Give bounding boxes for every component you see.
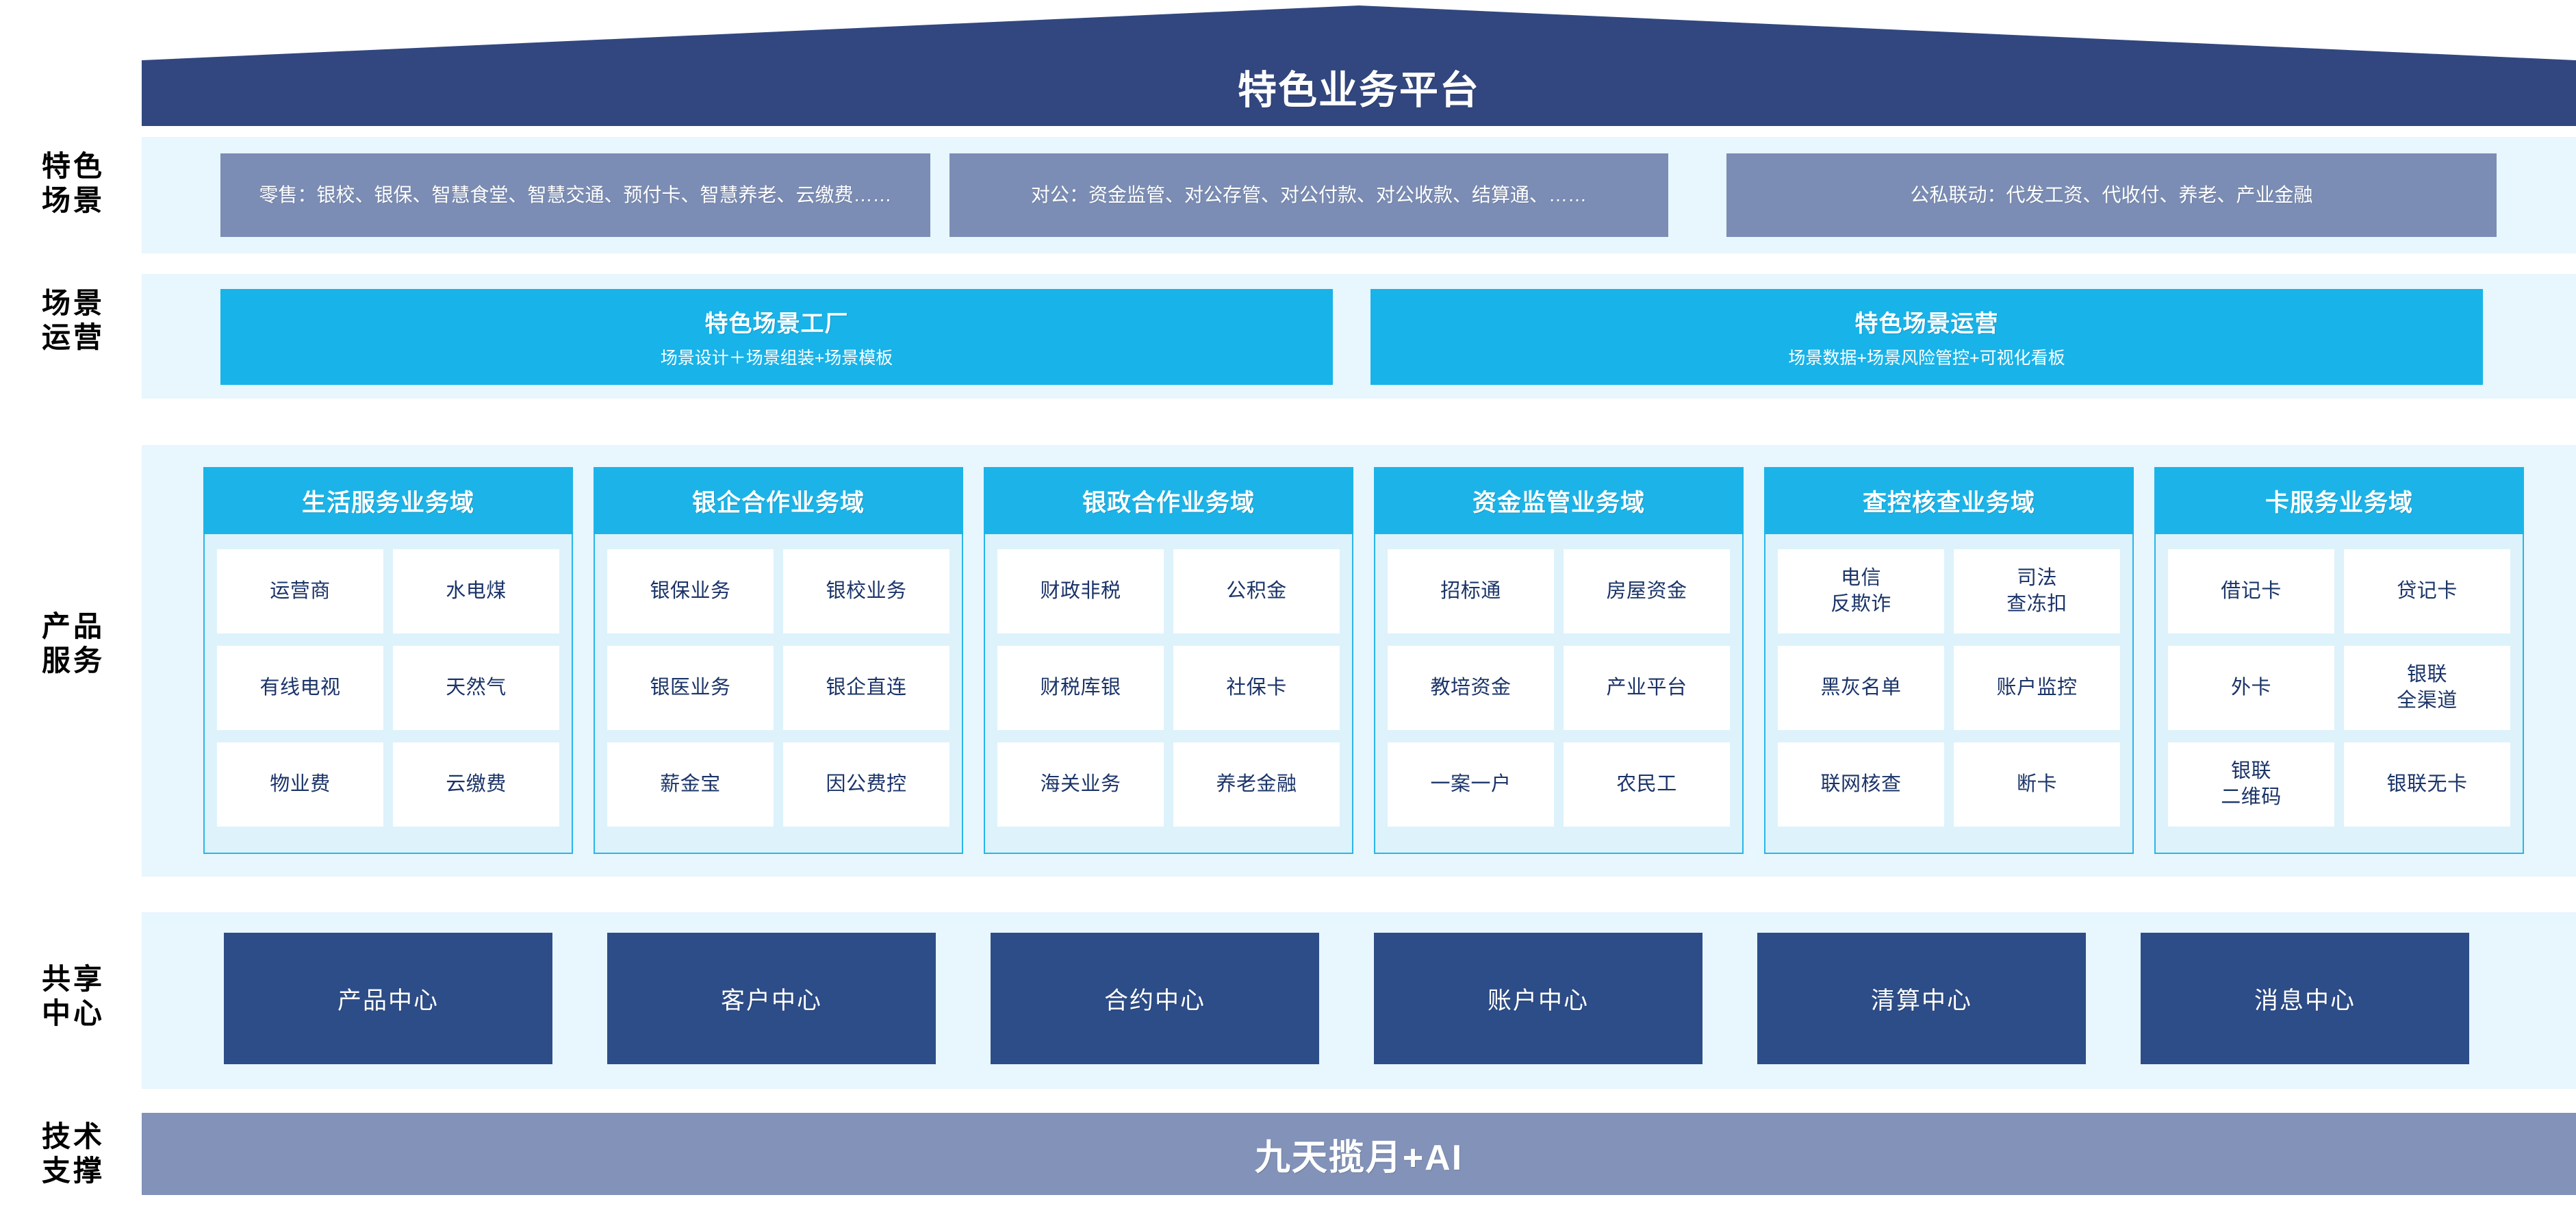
ops-title-scene-operation: 特色场景运营 <box>1854 311 1999 337</box>
ops-subtitle-scene-factory: 场景设计＋场景组装+场景模板 <box>660 349 893 368</box>
domain-cell[interactable]: 天然气 <box>393 646 559 730</box>
shared-center-panel: 产品中心 客户中心 合约中心 账户中心 清算中心 消息中心 <box>142 912 2576 1089</box>
domain-cell[interactable]: 银联 全渠道 <box>2344 646 2510 730</box>
domain-cell[interactable]: 账户监控 <box>1954 646 2120 730</box>
domain-title-life-service: 生活服务业务域 <box>203 467 573 534</box>
shared-center-contract[interactable]: 合约中心 <box>991 933 1319 1064</box>
domain-cell[interactable]: 银联 二维码 <box>2168 742 2334 827</box>
domain-cell[interactable]: 银企直连 <box>783 646 949 730</box>
domain-grid-bank-enterprise: 银保业务 银校业务 银医业务 银企直连 薪金宝 因公费控 <box>595 534 962 827</box>
domain-grid-card-service: 借记卡 贷记卡 外卡 银联 全渠道 银联 二维码 银联无卡 <box>2156 534 2523 827</box>
scene-box-public-private: 公私联动：代发工资、代收付、养老、产业金融 <box>1726 153 2497 237</box>
domain-cell[interactable]: 联网核查 <box>1778 742 1944 827</box>
shared-center-product[interactable]: 产品中心 <box>224 933 552 1064</box>
row-label-operation: 场景 运营 <box>41 287 105 353</box>
domain-cell[interactable]: 因公费控 <box>783 742 949 827</box>
domain-card-card-service[interactable]: 卡服务业务域 借记卡 贷记卡 外卡 银联 全渠道 银联 二维码 银联无卡 <box>2154 467 2524 854</box>
domain-grid-life-service: 运营商 水电煤 有线电视 天然气 物业费 云缴费 <box>205 534 572 827</box>
domain-card-investigation-control[interactable]: 查控核查业务域 电信 反欺诈 司法 查冻扣 黑灰名单 账户监控 联网核查 断卡 <box>1764 467 2134 854</box>
domain-cell[interactable]: 电信 反欺诈 <box>1778 549 1944 633</box>
domain-cell[interactable]: 养老金融 <box>1173 742 1340 827</box>
page-title: 特色业务平台 <box>1238 68 1480 112</box>
domain-card-bank-government[interactable]: 银政合作业务域 财政非税 公积金 财税库银 社保卡 海关业务 养老金融 <box>984 467 1353 854</box>
scene-box-retail: 零售：银校、银保、智慧食堂、智慧交通、预付卡、智慧养老、云缴费…… <box>220 153 930 237</box>
domain-grid-bank-government: 财政非税 公积金 财税库银 社保卡 海关业务 养老金融 <box>985 534 1352 827</box>
domain-grid-fund-supervision: 招标通 房屋资金 教培资金 产业平台 一案一户 农民工 <box>1375 534 1742 827</box>
domain-title-bank-government: 银政合作业务域 <box>984 467 1353 534</box>
domain-cell[interactable]: 薪金宝 <box>607 742 774 827</box>
scene-panel: 零售：银校、银保、智慧食堂、智慧交通、预付卡、智慧养老、云缴费…… 对公：资金监… <box>142 137 2576 253</box>
domain-card-life-service[interactable]: 生活服务业务域 运营商 水电煤 有线电视 天然气 物业费 云缴费 <box>203 467 573 854</box>
domain-cell[interactable]: 公积金 <box>1173 549 1340 633</box>
row-label-scene: 特色 场景 <box>41 150 105 216</box>
domain-cell[interactable]: 银保业务 <box>607 549 774 633</box>
domain-cell[interactable]: 房屋资金 <box>1564 549 1730 633</box>
domain-cell[interactable]: 运营商 <box>217 549 383 633</box>
domain-cell[interactable]: 物业费 <box>217 742 383 827</box>
domain-cell[interactable]: 借记卡 <box>2168 549 2334 633</box>
ops-box-scene-operation[interactable]: 特色场景运营 场景数据+场景风险管控+可视化看板 <box>1370 289 2483 385</box>
product-service-panel: 生活服务业务域 运营商 水电煤 有线电视 天然气 物业费 云缴费 银企合作业务域… <box>142 445 2576 877</box>
domain-cell[interactable]: 产业平台 <box>1564 646 1730 730</box>
domain-cell[interactable]: 有线电视 <box>217 646 383 730</box>
scene-operation-panel: 特色场景工厂 场景设计＋场景组装+场景模板 特色场景运营 场景数据+场景风险管控… <box>142 274 2576 399</box>
shared-center-clearing[interactable]: 清算中心 <box>1757 933 2086 1064</box>
domain-card-fund-supervision[interactable]: 资金监管业务域 招标通 房屋资金 教培资金 产业平台 一案一户 农民工 <box>1374 467 1744 854</box>
domain-card-bank-enterprise[interactable]: 银企合作业务域 银保业务 银校业务 银医业务 银企直连 薪金宝 因公费控 <box>594 467 963 854</box>
domain-cell[interactable]: 海关业务 <box>997 742 1164 827</box>
ops-subtitle-scene-operation: 场景数据+场景风险管控+可视化看板 <box>1788 349 2065 368</box>
domain-cell[interactable]: 教培资金 <box>1388 646 1554 730</box>
row-label-tech: 技术 支撑 <box>41 1120 105 1187</box>
row-label-product: 产品 服务 <box>41 610 105 677</box>
platform-roof-banner: 特色业务平台 <box>142 5 2576 126</box>
domain-cell[interactable]: 贷记卡 <box>2344 549 2510 633</box>
row-label-shared: 共享 中心 <box>41 963 105 1029</box>
domain-cell[interactable]: 水电煤 <box>393 549 559 633</box>
domain-cell[interactable]: 财税库银 <box>997 646 1164 730</box>
scene-box-corporate: 对公：资金监管、对公存管、对公付款、对公收款、结算通、…… <box>949 153 1668 237</box>
domain-title-bank-enterprise: 银企合作业务域 <box>594 467 963 534</box>
domain-cell[interactable]: 银校业务 <box>783 549 949 633</box>
domain-cell[interactable]: 社保卡 <box>1173 646 1340 730</box>
domain-cell[interactable]: 招标通 <box>1388 549 1554 633</box>
domain-cell[interactable]: 银联无卡 <box>2344 742 2510 827</box>
domain-grid-investigation-control: 电信 反欺诈 司法 查冻扣 黑灰名单 账户监控 联网核查 断卡 <box>1765 534 2132 827</box>
domain-cell[interactable]: 黑灰名单 <box>1778 646 1944 730</box>
domain-cell[interactable]: 云缴费 <box>393 742 559 827</box>
domain-title-investigation-control: 查控核查业务域 <box>1764 467 2134 534</box>
tech-support-bar: 九天揽月+AI <box>142 1113 2576 1195</box>
shared-center-customer[interactable]: 客户中心 <box>607 933 936 1064</box>
domain-cell[interactable]: 外卡 <box>2168 646 2334 730</box>
domain-cell[interactable]: 财政非税 <box>997 549 1164 633</box>
domain-cell[interactable]: 司法 查冻扣 <box>1954 549 2120 633</box>
domain-cell[interactable]: 农民工 <box>1564 742 1730 827</box>
shared-center-account[interactable]: 账户中心 <box>1374 933 1703 1064</box>
domain-cell[interactable]: 银医业务 <box>607 646 774 730</box>
ops-box-scene-factory[interactable]: 特色场景工厂 场景设计＋场景组装+场景模板 <box>220 289 1333 385</box>
domain-cell[interactable]: 一案一户 <box>1388 742 1554 827</box>
domain-title-card-service: 卡服务业务域 <box>2154 467 2524 534</box>
domain-cell[interactable]: 断卡 <box>1954 742 2120 827</box>
shared-center-message[interactable]: 消息中心 <box>2141 933 2469 1064</box>
domain-title-fund-supervision: 资金监管业务域 <box>1374 467 1744 534</box>
ops-title-scene-factory: 特色场景工厂 <box>704 311 849 337</box>
